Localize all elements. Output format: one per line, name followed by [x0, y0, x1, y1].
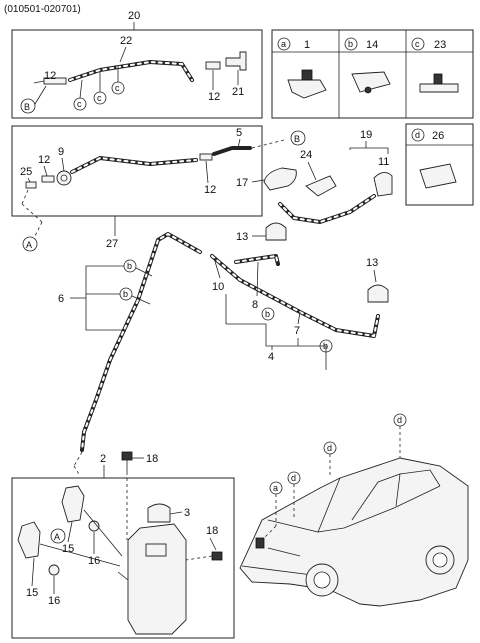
nozzle-13-right: [367, 284, 389, 303]
hose-assy-box: [11, 29, 263, 119]
callout-18-a: 18: [146, 453, 158, 465]
callout-20: 20: [128, 10, 140, 22]
callout-21: 21: [232, 86, 244, 98]
legend-a-part: 1: [304, 39, 310, 51]
marker-b-3-text: b: [265, 309, 270, 319]
callout-5: 5: [236, 127, 242, 139]
callout-13-b: 13: [366, 257, 378, 269]
callout-11: 11: [378, 156, 389, 168]
marker-B-top: [20, 98, 36, 114]
connector-12-right: [205, 61, 221, 70]
grommet-16-a: [88, 520, 100, 532]
marker-A-low: [50, 528, 66, 544]
marker-d-car-3-text: d: [397, 415, 402, 425]
callout-7: 7: [294, 325, 300, 337]
marker-c-3-text: c: [115, 83, 120, 93]
bolt-18-right: [211, 551, 223, 561]
marker-A-low-text: A: [54, 532, 60, 542]
hose-27: [70, 156, 198, 174]
callout-17: 17: [236, 177, 248, 189]
marker-d-car-1-text: d: [291, 473, 296, 483]
callout-9: 9: [58, 146, 64, 158]
hose-27-box: [11, 125, 263, 217]
marker-A-mid: [22, 236, 38, 252]
legend-d-letter: d: [415, 130, 420, 140]
callout-10: 10: [212, 281, 224, 293]
legend-table: [271, 29, 474, 119]
callout-19: 19: [360, 129, 372, 141]
marker-a-car-text: a: [273, 483, 278, 493]
hose-5: [212, 146, 252, 156]
nozzle-13-left: [265, 222, 287, 241]
callout-25: 25: [20, 166, 32, 178]
marker-A-mid-text: A: [26, 240, 32, 250]
marker-b-1-text: b: [127, 261, 132, 271]
marker-B-mid: [290, 130, 306, 146]
marker-c-2-text: c: [97, 93, 102, 103]
callout-13-a: 13: [236, 231, 248, 243]
callout-12-e: 12: [204, 184, 216, 196]
grommet-16-b: [48, 564, 60, 576]
pump-15-a: [61, 485, 85, 523]
clip-23-icon: [419, 83, 459, 93]
callout-27: 27: [106, 238, 118, 250]
reservoir-box: [11, 477, 235, 639]
marker-B-mid-text: B: [294, 134, 300, 144]
marker-B-top-text: B: [24, 102, 30, 112]
gasket-17: [263, 167, 297, 191]
callout-8: 8: [252, 299, 258, 311]
callout-16-b: 16: [48, 595, 60, 607]
callout-22: 22: [120, 35, 132, 47]
pad-26-icon: [419, 163, 457, 189]
callout-18-b: 18: [206, 525, 218, 537]
reservoir-tank: [127, 523, 187, 635]
callout-12-a: 12: [44, 70, 56, 82]
marker-b-2-text: b: [123, 289, 128, 299]
legend-b-letter: b: [348, 39, 353, 49]
callout-12-c: 12: [38, 154, 50, 166]
callout-15-a: 15: [62, 543, 74, 555]
legend-d-part: 26: [432, 130, 444, 142]
callout-12-b: 12: [208, 91, 220, 103]
legend-b-part: 14: [366, 39, 378, 51]
marker-d-car-2-text: d: [327, 443, 332, 453]
bolt-18-top: [121, 451, 133, 461]
joint-24: [305, 175, 337, 197]
date-range-label: (010501-020701): [4, 4, 81, 15]
clip-1-icon: [287, 79, 327, 99]
legend-c-part: 23: [434, 39, 446, 51]
legend-table-d: [405, 123, 474, 206]
nozzle-11: [373, 172, 393, 197]
cap-3: [147, 503, 171, 523]
callout-16-a: 16: [88, 555, 100, 567]
marker-c-1-text: c: [77, 99, 82, 109]
legend-c-letter: c: [415, 39, 420, 49]
callout-6: 6: [58, 293, 64, 305]
callout-3: 3: [184, 507, 190, 519]
callout-4: 4: [268, 351, 274, 363]
pump-15-b: [17, 521, 41, 559]
clip-14-icon: [351, 71, 391, 93]
marker-b-3: [261, 307, 275, 321]
car-illustration: [239, 457, 469, 607]
t-joint-21: [225, 51, 247, 71]
callout-24: 24: [300, 149, 312, 161]
callout-15-b: 15: [26, 587, 38, 599]
callout-2: 2: [100, 453, 106, 465]
legend-a-letter: a: [281, 39, 286, 49]
